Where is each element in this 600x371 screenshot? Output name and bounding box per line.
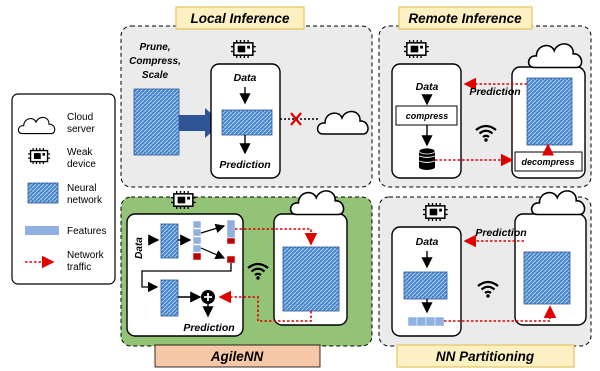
partition-server-nn [523, 251, 571, 305]
local-large-nn [133, 88, 180, 156]
legend-device-label2: device [67, 159, 96, 170]
neural-network-icon [27, 182, 59, 204]
agile-upload-traffic [235, 228, 318, 246]
local-label-compress: Compress, [129, 56, 181, 67]
agile-local-features [226, 255, 236, 264]
partition-feature-row [407, 316, 445, 327]
legend-cloud-label2: server [67, 124, 95, 135]
agile-feature-stack [192, 220, 202, 261]
panel-remote-inference: Remote Inference Data compress decompres… [378, 6, 592, 188]
agile-title: AgileNN [210, 349, 264, 364]
local-title: Local Inference [190, 11, 290, 26]
agile-return-traffic [218, 290, 312, 322]
partition-cloud-icon [530, 190, 586, 216]
local-small-nn [221, 109, 273, 136]
database-icon [418, 147, 436, 170]
agile-cloud-icon [289, 190, 345, 216]
agile-combine-icon [201, 290, 215, 304]
legend-nn-label2: network [67, 195, 103, 206]
local-chip-icon [230, 39, 257, 59]
remote-decompress-label: decompress [521, 157, 574, 167]
local-label-prune: Prune, [139, 42, 170, 53]
partition-title-box [396, 344, 575, 368]
legend-cloud-label1: Cloud [67, 112, 93, 123]
agile-prediction-label: Prediction [183, 322, 234, 334]
partition-data-label: Data [416, 236, 439, 248]
panel-nn-partitioning: NN Partitioning Data Prediction [378, 190, 592, 368]
agile-device-box [126, 213, 244, 337]
panel-agilenn: AgileNN Data Prediction [120, 190, 373, 368]
local-title-box [175, 6, 305, 30]
legend-traffic-label1: Network [67, 250, 105, 261]
remote-data-label: Data [416, 81, 439, 93]
agile-extractor-nn [160, 223, 179, 259]
partition-title: NN Partitioning [436, 349, 535, 364]
local-prediction-label: Prediction [219, 159, 270, 171]
remote-compress-label: compress [406, 111, 449, 121]
remote-prediction-label: Prediction [469, 86, 520, 98]
local-data-label: Data [234, 72, 257, 84]
legend-features-label: Features [67, 226, 106, 237]
partition-device-nn [403, 271, 448, 300]
panel-local-inference: Local Inference Prune, Compress, Scale D… [120, 6, 373, 188]
agile-remote-features [226, 219, 236, 239]
agile-title-box [154, 344, 321, 368]
remote-server-nn [526, 77, 573, 146]
agile-server-nn [282, 246, 340, 312]
local-label-scale: Scale [142, 70, 169, 81]
chip-icon [27, 147, 51, 165]
legend-traffic-label2: traffic [67, 262, 91, 273]
remote-title: Remote Inference [408, 11, 522, 26]
agile-chip-icon [170, 190, 197, 210]
legend-device-label1: Weak [67, 147, 93, 158]
agile-data-label: Data [134, 237, 145, 259]
partition-chip-icon [422, 202, 449, 222]
legend: Cloud server Weak device Neural network … [11, 93, 116, 285]
partition-prediction-label: Prediction [475, 227, 526, 239]
features-icon [25, 226, 59, 235]
partition-upload-traffic [444, 305, 557, 322]
legend-nn-label1: Neural [67, 183, 96, 194]
remote-chip-icon [403, 39, 430, 59]
remote-title-box [398, 6, 533, 30]
agile-local-nn [160, 279, 179, 317]
no-network-x-icon [290, 112, 302, 126]
